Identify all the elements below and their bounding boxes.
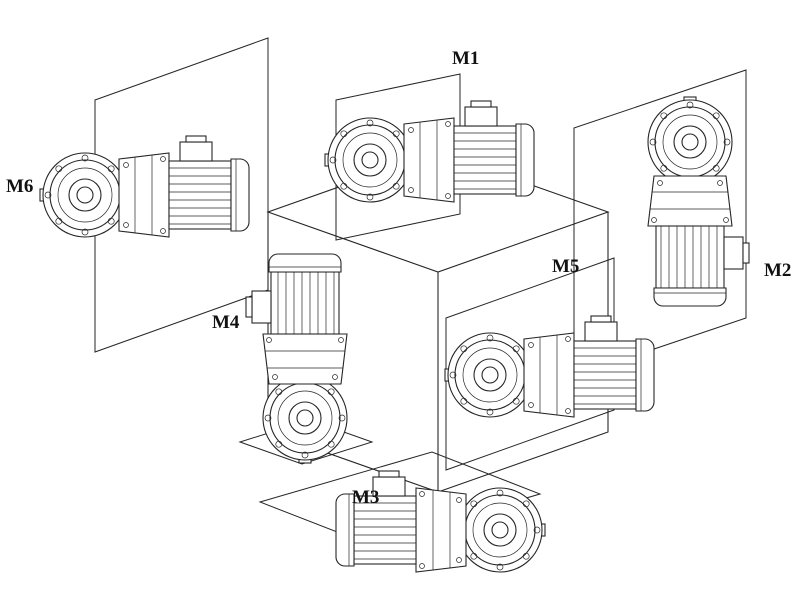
label-m4: M4 <box>212 312 240 333</box>
mounting-plane-m6 <box>94 37 269 353</box>
label-m2: M2 <box>764 260 791 281</box>
gearmotor-m1 <box>324 100 535 203</box>
gearmotor-m4 <box>245 253 348 464</box>
label-m6: M6 <box>6 176 33 197</box>
mounting-plane-m3 <box>258 451 542 545</box>
mounting-plane-m5 <box>445 257 615 471</box>
label-m3: M3 <box>352 487 379 508</box>
label-m1: M1 <box>452 48 479 69</box>
gearmotor-m6 <box>39 135 250 238</box>
gearmotor-m5 <box>444 315 655 418</box>
label-m5: M5 <box>552 256 579 277</box>
gearmotor-m2 <box>647 96 750 307</box>
mounting-plane-m1 <box>335 73 461 241</box>
mounting-plane-m2 <box>573 69 747 377</box>
